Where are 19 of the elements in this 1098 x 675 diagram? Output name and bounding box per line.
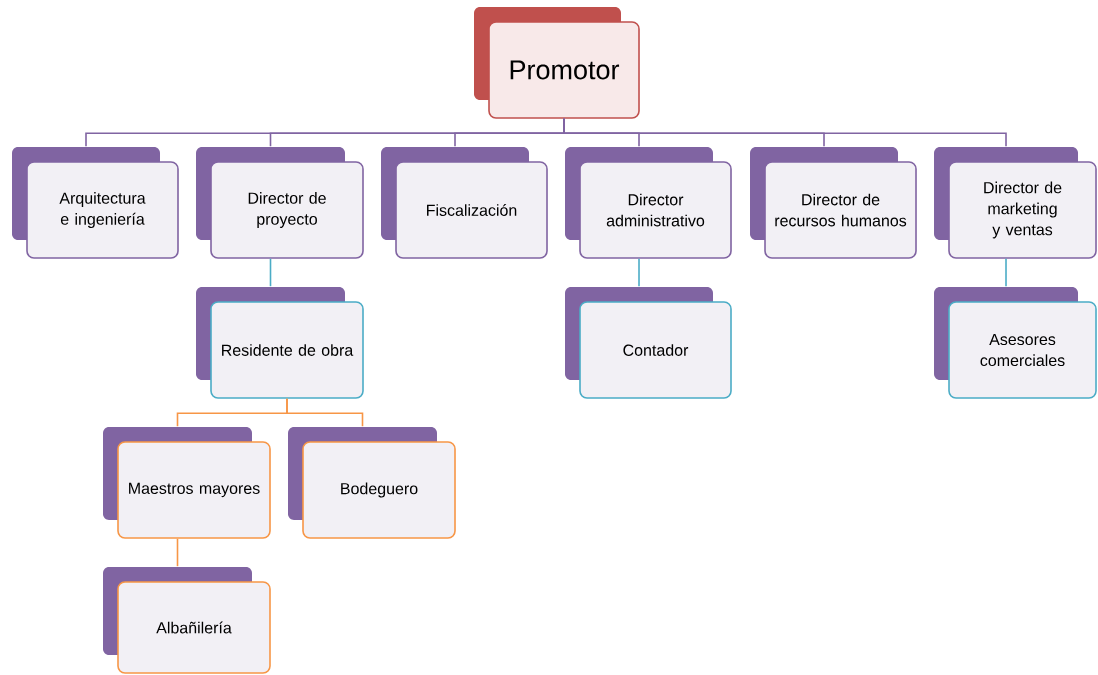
- org-box: Director de proyecto: [196, 147, 364, 259]
- org-box: Director de marketing y ventas: [934, 147, 1097, 259]
- connector-line: [269, 258, 272, 287]
- org-box: Bodeguero: [288, 427, 456, 539]
- org-box: Contador: [565, 287, 732, 399]
- connector-line: [638, 258, 640, 287]
- connector-line: [176, 538, 179, 567]
- org-box: Asesores comerciales: [934, 287, 1097, 399]
- org-box: Director administrativo: [565, 147, 732, 259]
- org-box: Maestros mayores: [103, 427, 271, 539]
- org-box: Arquitectura e ingeniería: [12, 147, 179, 259]
- org-box: Fiscalización: [381, 147, 548, 259]
- org-box: Albañilería: [103, 567, 271, 674]
- org-box: Residente de obra: [196, 287, 364, 399]
- connector-line: [563, 118, 1007, 147]
- org-box: Promotor: [474, 7, 640, 119]
- connector-line: [286, 398, 364, 427]
- connector-line: [1005, 258, 1007, 287]
- org-box: Director de recursos humanos: [750, 147, 917, 259]
